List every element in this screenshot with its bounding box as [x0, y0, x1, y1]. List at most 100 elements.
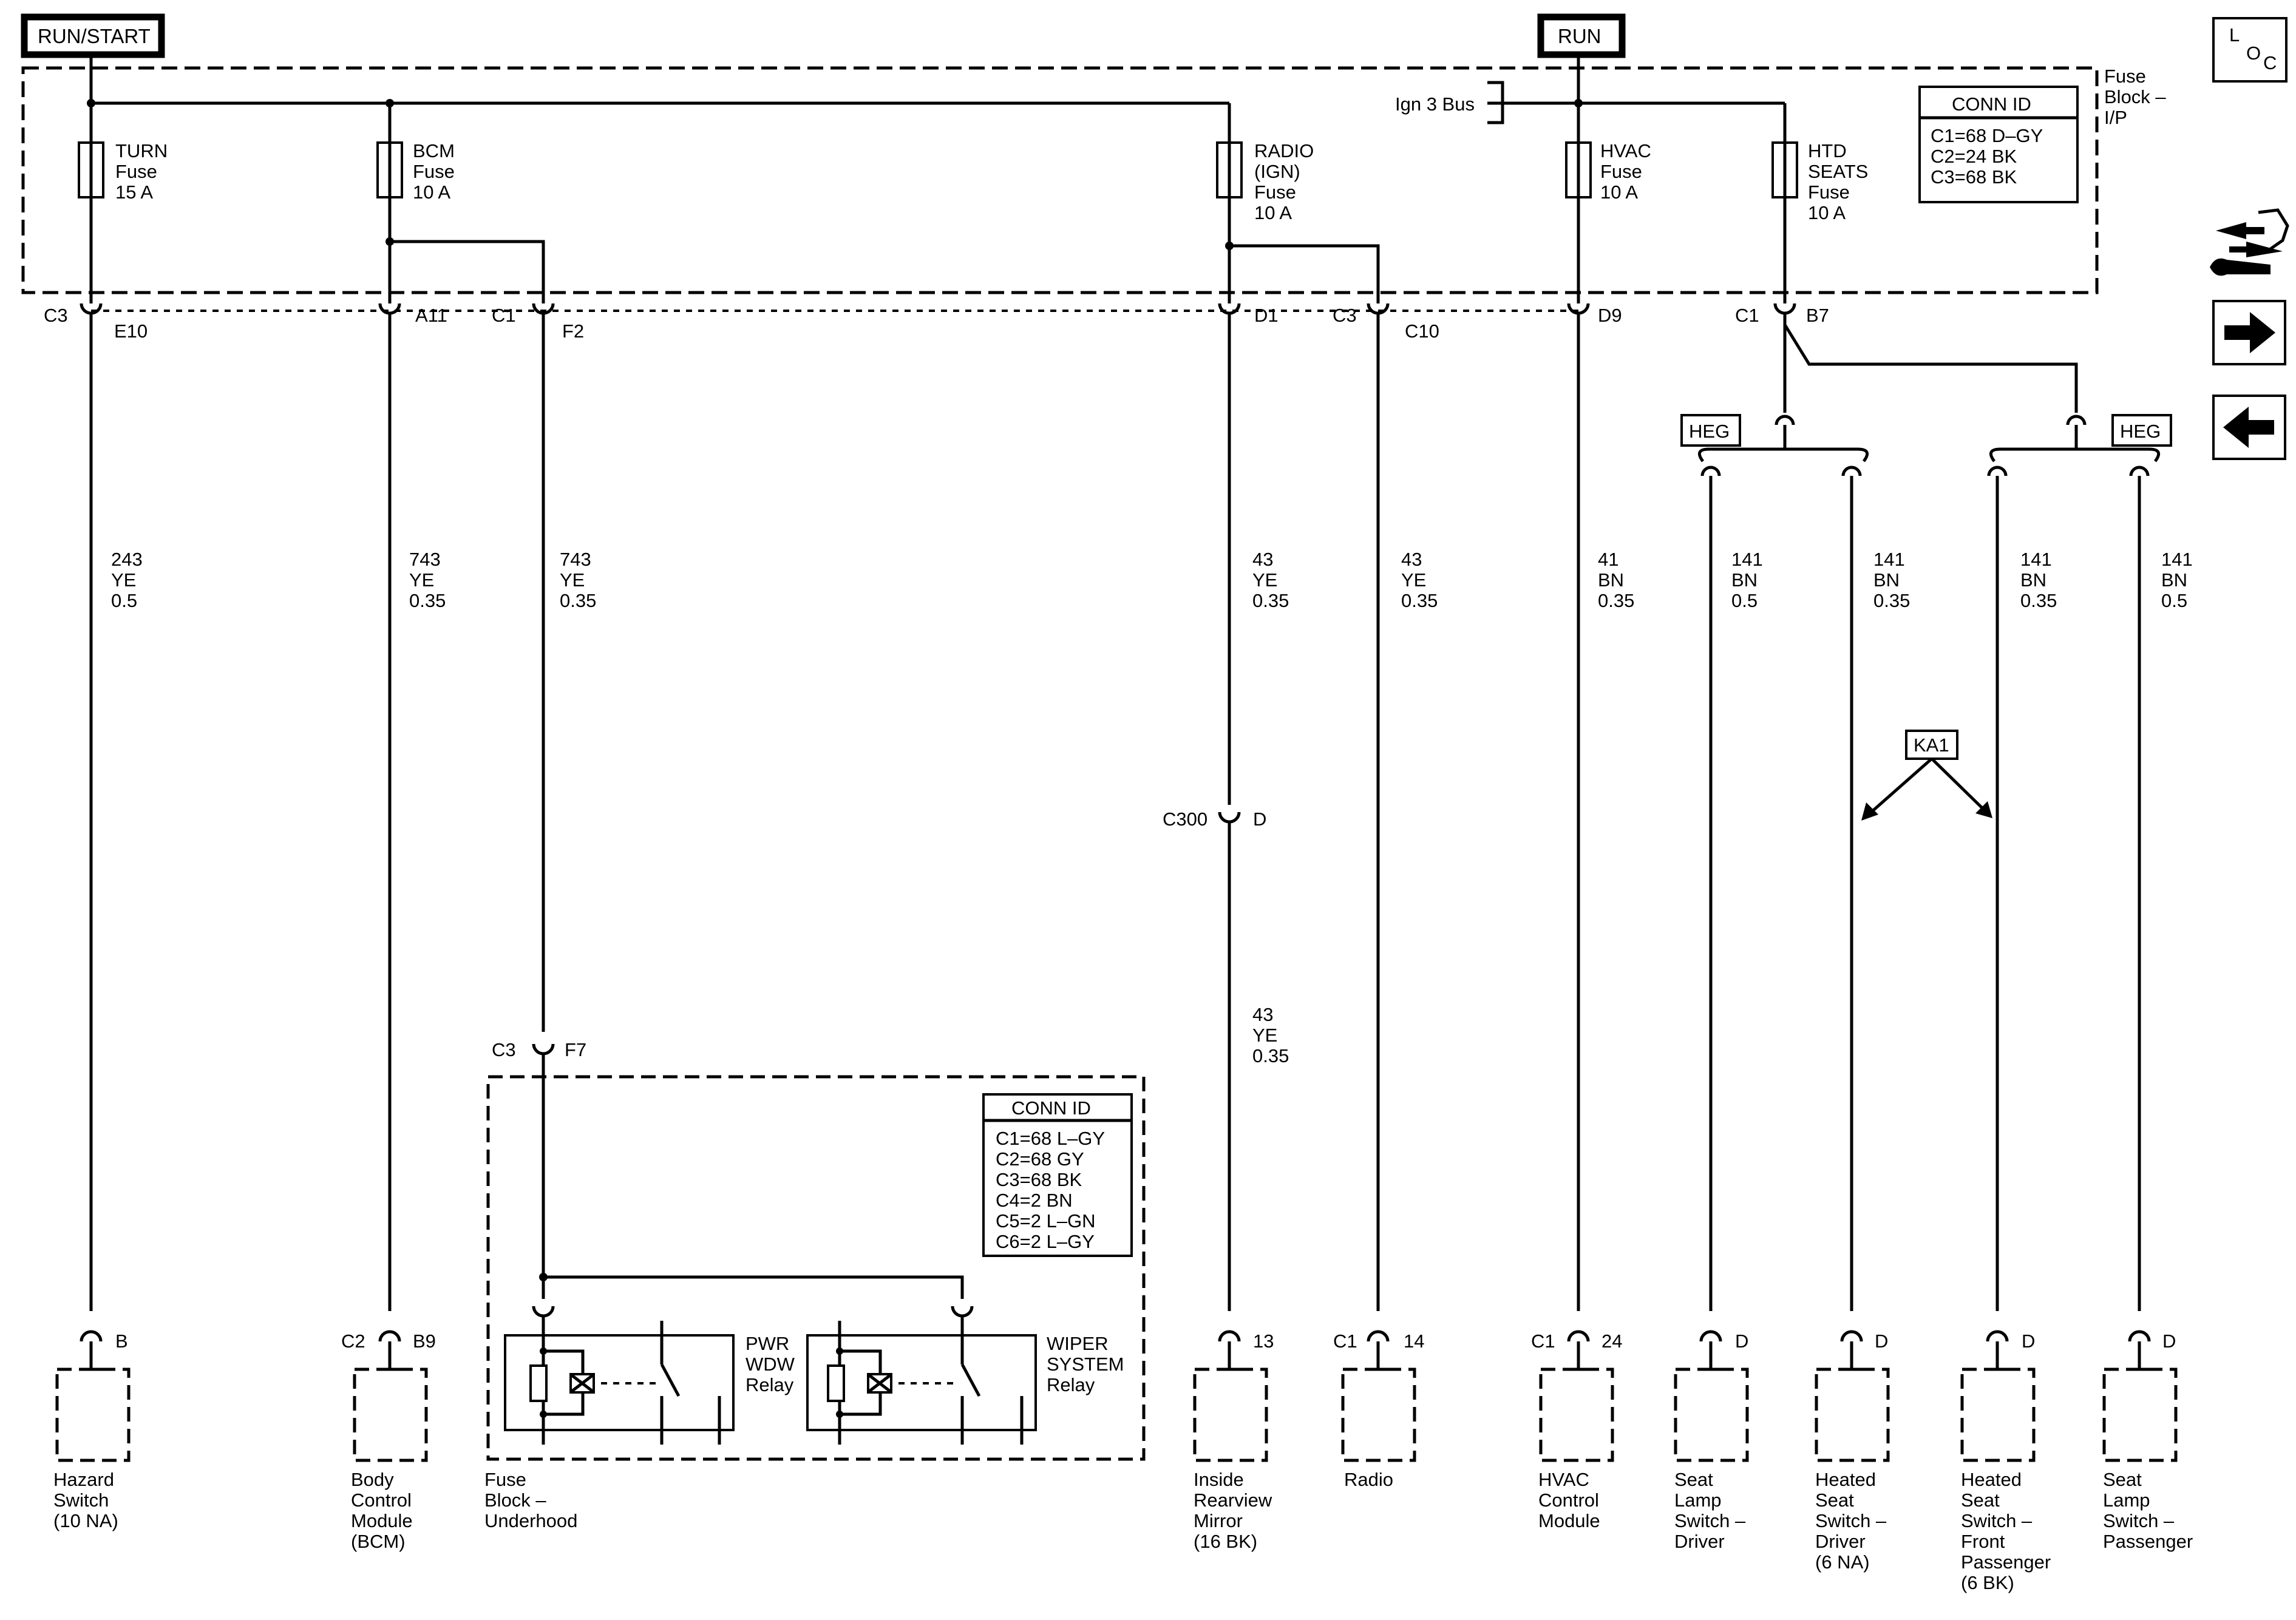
- svg-text:C6=2 L–GY: C6=2 L–GY: [996, 1231, 1095, 1252]
- svg-text:YE: YE: [1401, 569, 1426, 591]
- next-arrow-icon[interactable]: [2212, 300, 2286, 365]
- relay-feed: [543, 1275, 964, 1299]
- svg-text:C1: C1: [1333, 1330, 1357, 1352]
- svg-text:43: 43: [1252, 1004, 1273, 1025]
- svg-text:10 A: 10 A: [1600, 181, 1638, 203]
- svg-text:D: D: [2162, 1330, 2176, 1352]
- svg-text:BN: BN: [1598, 569, 1624, 591]
- svg-text:Relay: Relay: [746, 1374, 794, 1395]
- previous-arrow-icon[interactable]: [2212, 395, 2286, 460]
- svg-text:WIPER: WIPER: [1047, 1333, 1109, 1354]
- svg-text:C2=68 GY: C2=68 GY: [996, 1148, 1084, 1170]
- fuse-block-ip-name-2: Block –: [2104, 86, 2166, 107]
- svg-text:E10: E10: [114, 320, 148, 342]
- svg-text:C4=2 BN: C4=2 BN: [996, 1190, 1073, 1211]
- svg-text:Seat: Seat: [1815, 1490, 1854, 1511]
- heg-box-right: [2111, 414, 2172, 447]
- svg-text:BN: BN: [2161, 569, 2187, 591]
- body-control-module: C2 B9 Body Control Module (BCM): [341, 1330, 436, 1552]
- svg-text:B: B: [115, 1330, 128, 1352]
- seat-lamp-switch-passenger: D Seat Lamp Switch – Passenger: [2102, 1330, 2193, 1552]
- svg-text:C1: C1: [1531, 1330, 1555, 1352]
- svg-text:B9: B9: [413, 1330, 436, 1352]
- connector-c1-b7: C1 B7: [1735, 303, 1829, 326]
- locator-loc-icon[interactable]: L O C: [2212, 17, 2288, 83]
- connector-a11: A11: [378, 303, 447, 1311]
- svg-text:C3=68 BK: C3=68 BK: [996, 1169, 1082, 1190]
- turn-fuse: TURN Fuse 15 A: [78, 103, 168, 303]
- wire-label-10: 141 BN 0.5: [2161, 549, 2193, 611]
- inside-rearview-mirror: 13 Inside Rearview Mirror (16 BK): [1193, 1330, 1274, 1552]
- svg-text:O: O: [2246, 42, 2261, 64]
- svg-text:24: 24: [1601, 1330, 1622, 1352]
- svg-text:141: 141: [1873, 549, 1905, 570]
- wire-label-5: 43 YE 0.35: [1401, 549, 1438, 611]
- ka1-arrow-right: [1931, 757, 1985, 811]
- svg-text:0.5: 0.5: [111, 590, 137, 611]
- svg-text:F2: F2: [562, 320, 584, 342]
- svg-text:Control: Control: [351, 1490, 412, 1511]
- svg-text:BN: BN: [1873, 569, 1900, 591]
- wire-label-3: 743 YE 0.35: [560, 549, 596, 611]
- svg-text:(6 BK): (6 BK): [1961, 1572, 2014, 1593]
- heg-bracket-left: [1697, 447, 1869, 463]
- run-label-box: [1537, 13, 1626, 58]
- svg-text:10 A: 10 A: [413, 181, 450, 203]
- svg-text:743: 743: [560, 549, 591, 570]
- svg-text:13: 13: [1253, 1330, 1274, 1352]
- wire-label-7: 141 BN 0.5: [1731, 549, 1763, 611]
- svg-text:C300: C300: [1163, 808, 1207, 830]
- heg-label-right: HEG: [2120, 421, 2161, 442]
- fuse-block-ip-name-3: I/P: [2104, 107, 2127, 128]
- run-start-label: RUN/START: [38, 25, 151, 47]
- svg-text:Passenger: Passenger: [1961, 1551, 2051, 1573]
- svg-text:Driver: Driver: [1674, 1531, 1725, 1552]
- svg-text:C3: C3: [492, 1039, 516, 1060]
- svg-text:141: 141: [2020, 549, 2052, 570]
- connector-c3-c10: C3 C10: [1333, 303, 1439, 1311]
- svg-text:L: L: [2229, 24, 2240, 46]
- heg-label-left: HEG: [1689, 421, 1730, 442]
- svg-text:C5=2 L–GN: C5=2 L–GN: [996, 1210, 1096, 1232]
- svg-text:C10: C10: [1405, 320, 1439, 342]
- conn-id-ip-title: CONN ID: [1952, 93, 2031, 115]
- svg-text:A11: A11: [415, 305, 447, 326]
- svg-text:0.35: 0.35: [1252, 590, 1289, 611]
- svg-text:HVAC: HVAC: [1538, 1469, 1589, 1490]
- connector-d1: D1: [1218, 303, 1279, 804]
- svg-text:SYSTEM: SYSTEM: [1047, 1354, 1124, 1375]
- pwr-wdw-relay: PWR WDW Relay: [504, 1306, 795, 1445]
- svg-text:Passenger: Passenger: [2103, 1531, 2193, 1552]
- svg-text:YE: YE: [560, 569, 585, 591]
- svg-text:BCM: BCM: [413, 140, 455, 161]
- svg-text:0.35: 0.35: [1401, 590, 1438, 611]
- conn-id-ip-line-2: C2=24 BK: [1931, 146, 2017, 167]
- svg-text:43: 43: [1401, 549, 1422, 570]
- svg-text:C1=68 L–GY: C1=68 L–GY: [996, 1128, 1105, 1149]
- svg-text:HVAC: HVAC: [1600, 140, 1651, 161]
- svg-text:C3: C3: [44, 305, 68, 326]
- svg-text:Switch –: Switch –: [1815, 1510, 1887, 1531]
- svg-text:RADIO: RADIO: [1254, 140, 1314, 161]
- svg-text:Module: Module: [351, 1510, 413, 1531]
- svg-text:(16 BK): (16 BK): [1194, 1531, 1257, 1552]
- svg-text:Rearview: Rearview: [1194, 1490, 1272, 1511]
- svg-text:C1: C1: [1735, 305, 1759, 326]
- svg-text:Switch –: Switch –: [1674, 1510, 1746, 1531]
- conn-id-ip-box: [1918, 86, 2079, 203]
- svg-text:Switch –: Switch –: [2103, 1510, 2175, 1531]
- heated-seat-switch-front-passenger: D Heated Seat Switch – Front Passenger (…: [1960, 1330, 2051, 1593]
- heg-bracket-right: [1989, 447, 2161, 463]
- svg-text:Fuse: Fuse: [413, 161, 455, 182]
- service-info-wrench-icon[interactable]: [2210, 208, 2289, 276]
- connector-c3-f7: C3 F7: [492, 1039, 586, 1277]
- wiper-system-relay: WIPER SYSTEM Relay: [806, 1306, 1124, 1445]
- svg-text:141: 141: [1731, 549, 1763, 570]
- svg-text:Fuse: Fuse: [1808, 181, 1850, 203]
- radio-to-c10-splice: [1229, 244, 1380, 303]
- svg-text:Fuse: Fuse: [1254, 181, 1296, 203]
- svg-text:D1: D1: [1254, 305, 1279, 326]
- svg-text:Hazard: Hazard: [53, 1469, 114, 1490]
